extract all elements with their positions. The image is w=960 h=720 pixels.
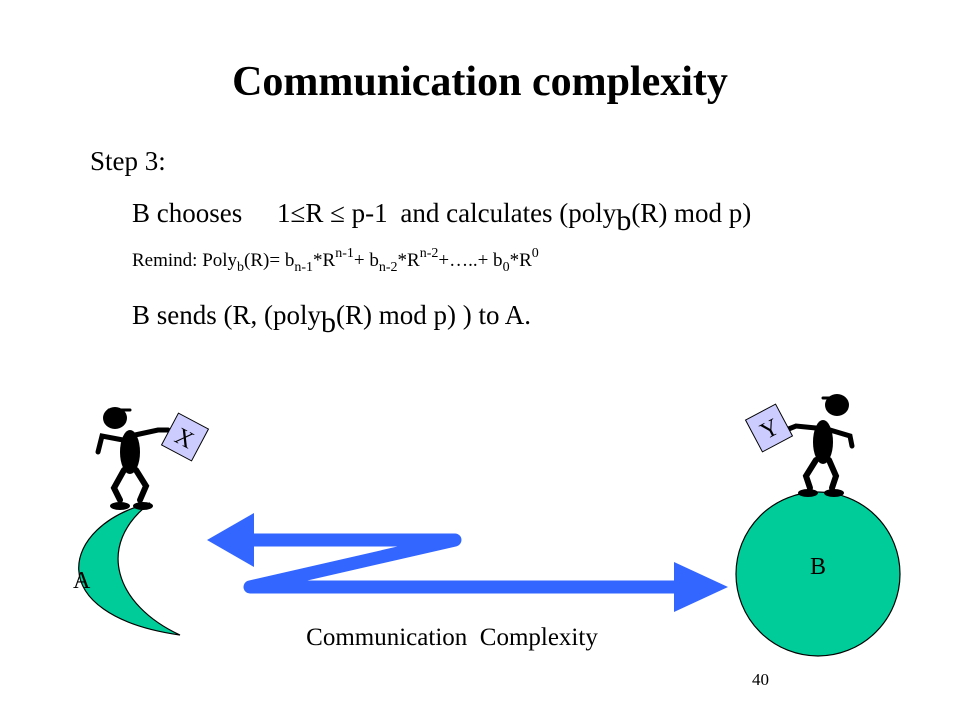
sends-sub: b	[321, 306, 336, 339]
remind-text: *R	[397, 250, 420, 271]
remind-sub: b	[237, 260, 245, 275]
party-a-label: A	[73, 568, 91, 594]
arrow-right-head	[674, 562, 728, 612]
remind-sub: n-1	[294, 260, 314, 275]
remind-sub: n-2	[378, 260, 398, 275]
diagram-caption: Communication Complexity	[306, 624, 598, 651]
person-a-figure	[95, 407, 171, 510]
remind-sup: n-1	[335, 246, 354, 261]
chooses-sub: b	[616, 204, 632, 237]
remind-sup: n-2	[419, 246, 439, 261]
person-b-figure	[783, 394, 855, 497]
remind-text: *R	[313, 250, 336, 271]
card-x: X	[160, 412, 210, 462]
exchange-arrows	[207, 513, 728, 612]
chooses-suffix: (R) mod p)	[631, 198, 752, 228]
sends-prefix: B sends (R, (poly	[132, 300, 321, 330]
card-y: Y	[744, 403, 794, 453]
remind-sup: 0	[531, 246, 539, 261]
remind-text: +…..+ b	[438, 250, 503, 271]
party-b-label: B	[810, 554, 826, 580]
planet-a-crescent	[78, 502, 181, 636]
chooses-range: 1≤R ≤ p-1	[277, 198, 388, 228]
page-title: Communication complexity	[232, 59, 728, 105]
arrow-left-head	[207, 513, 254, 567]
planet-b-circle	[735, 491, 901, 657]
remind-text: Remind: Poly	[132, 250, 238, 271]
remind-text: *R	[509, 250, 532, 271]
remind-sub: 0	[502, 260, 510, 275]
remind-formula: Remind: Polyb(R)= bn-1*Rn-1+ bn-2*Rn-2+……	[132, 246, 539, 275]
page-number: 40	[752, 670, 769, 689]
sends-suffix: (R) mod p) ) to A.	[336, 300, 531, 330]
line-chooses: B chooses 1≤R ≤ p-1 and calculates (poly…	[132, 196, 752, 237]
chooses-prefix: B chooses	[132, 198, 243, 228]
remind-text: + b	[353, 250, 379, 271]
step-label: Step 3:	[90, 146, 166, 176]
remind-text: (R)= b	[244, 250, 295, 271]
chooses-mid: and calculates (poly	[400, 198, 617, 228]
line-sends: B sends (R, (polyb(R) mod p) ) to A.	[132, 298, 531, 339]
